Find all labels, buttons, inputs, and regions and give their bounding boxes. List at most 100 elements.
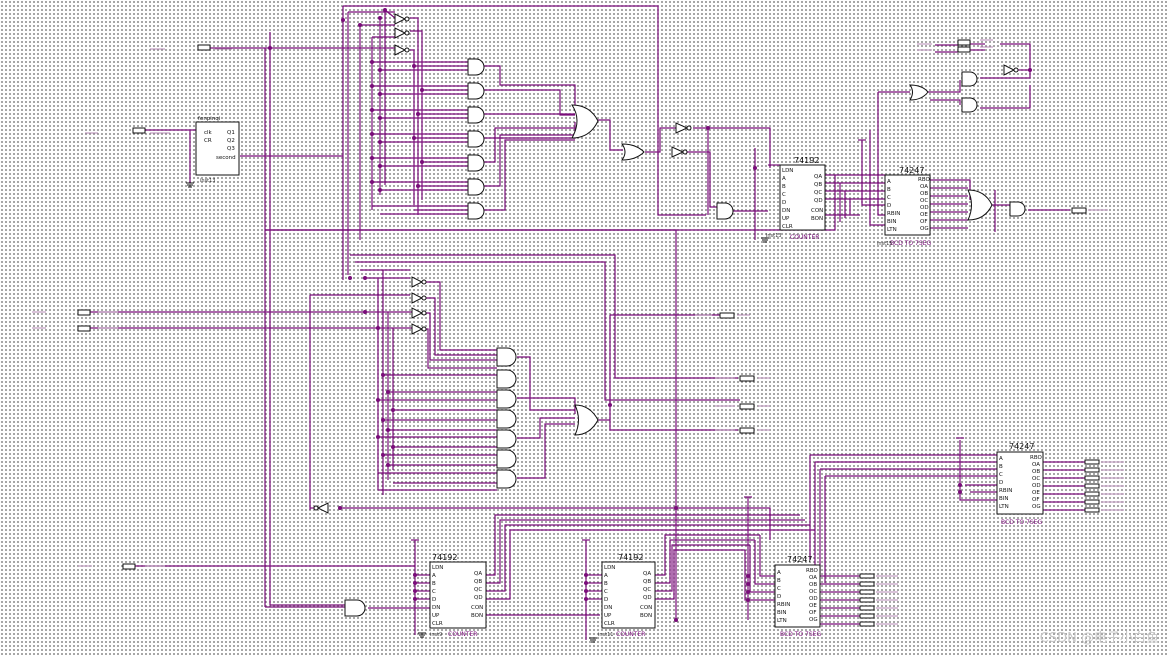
frequency-divider-block[interactable]: fenpinqi clk CR Q1 Q2 Q3 second inst13 [195,116,240,184]
pin-label: D [887,203,891,209]
pin-label: QC [643,587,651,593]
pin-label: OE [920,212,928,218]
decoder-74247-right-title: 74247 [1009,442,1034,451]
pin-label: RBIN [887,211,900,217]
pin-label: BON [811,216,823,222]
mid-and-gates [496,347,517,489]
counter-74192-bottom-2[interactable]: 74192 LDN A B C D DN UP CLR QA QB QC QD … [598,553,656,638]
pin-label: C [782,192,786,198]
counter-74192-top[interactable]: 74192 LDN A B C D DN UP CLR QA QB QC QD … [766,156,826,241]
pin-label: Q3 [227,146,235,152]
pin-label: B [604,581,608,587]
pin-label: D [432,597,436,603]
pin-label: UP [604,613,612,619]
counter-74192-bottom-1[interactable]: 74192 LDN A B C D DN UP CLR QA QB QC QD … [429,553,487,638]
pin-label: clk [204,130,213,136]
pin-label: OC [920,198,928,204]
pin-label: RBIN [777,602,790,608]
top-and-gates [467,58,485,220]
pin-label: C [999,472,1003,478]
or-gate-top-2 [621,143,645,161]
pin-label: Q2 [227,138,235,144]
pin-label: C [777,586,781,592]
pin-label: CON [640,605,652,611]
pin-label: CON [471,605,483,611]
pin-label: OG [1032,504,1041,510]
wire-network [90,5,1085,640]
pin-label: OA [1032,462,1040,468]
counter-74192-bottom-2-inst: inst11 [598,632,614,638]
decoder-74247-top-title: 74247 [899,166,924,175]
pin-label: BIN [999,496,1009,502]
pin-label: RBO [806,568,818,574]
pin-label: OF [920,219,928,225]
pin-label: QB [643,579,651,585]
pin-label: BON [471,613,483,619]
pin-label: RBIN [999,488,1012,494]
pin-label: C [887,195,891,201]
pin-label: D [777,594,781,600]
top-right-logic [909,64,1019,113]
pin-label: CON [811,208,823,214]
pin-label: QD [643,595,652,601]
pin-label: A [432,573,436,579]
pin-label: Q1 [227,130,235,136]
pin-label: B [432,581,436,587]
pin-label: CLR [782,224,793,230]
pin-label: OB [1032,469,1040,475]
pin-label: QA [474,571,482,577]
and-gate-final [1009,201,1026,217]
frequency-divider-inst: inst13 [200,178,216,184]
pin-label: OE [809,603,817,609]
decoder-74247-top[interactable]: 74247 A B C D RBIN BIN LTN RBO OA OB OC … [877,166,931,247]
pin-label: A [782,176,786,182]
pin-label: second [216,155,236,161]
pin-label: OC [809,589,817,595]
pin-label: C [604,589,608,595]
pin-label: BON [640,613,652,619]
top-inverters [394,13,410,56]
counter-74192-bottom-1-subtitle: COUNTER [448,631,477,638]
pin-label: OD [809,596,818,602]
junction-dots [268,8,1032,622]
pin-label: D [999,480,1003,486]
pin-label: CR [204,138,212,144]
pin-label: C [432,589,436,595]
pin-label: OD [1032,483,1041,489]
pin-label: LTN [999,504,1009,510]
pin-label: BIN [777,610,787,616]
pin-label: OB [809,582,817,588]
pin-label: OA [809,575,817,581]
pin-label: QA [814,174,822,180]
and-gate-top-counter [716,202,734,220]
pin-label: DN [432,605,440,611]
decoder-74247-bottom[interactable]: 74247 A B C D RBIN BIN LTN RBO OA OB OC … [774,555,821,638]
or-gate-mid [574,404,599,436]
pin-label: RBO [918,177,930,183]
frequency-divider-title: fenpinqi [198,116,221,122]
net-label-stubs [32,39,1124,625]
pin-label: A [777,570,781,576]
pin-label: CLR [604,621,615,627]
counter-74192-bottom-2-subtitle: COUNTER [616,631,645,638]
pin-label: CLR [432,621,443,627]
counter-74192-top-title: 74192 [794,156,819,165]
pin-label: QB [474,579,482,585]
pin-label: QA [643,571,651,577]
mid-inverters [411,276,427,335]
io-pins [77,39,1100,627]
pin-label: UP [432,613,440,619]
or-gate-decoder-out [967,189,993,221]
decoder-74247-right[interactable]: 74247 A B C D RBIN BIN LTN RBO OA OB OC … [996,442,1044,526]
pin-label: OD [920,205,929,211]
ground-symbols [186,139,964,643]
pin-label: OE [1032,490,1040,496]
pin-label: QD [474,595,483,601]
pin-label: B [782,184,786,190]
counter-74192-top-inst: inst13 [766,233,782,239]
pin-label: QD [814,198,823,204]
pin-label: OG [809,617,818,623]
pin-label: BIN [887,219,897,225]
decoder-74247-right-subtitle: BCD TO 7SEG [1001,519,1042,526]
